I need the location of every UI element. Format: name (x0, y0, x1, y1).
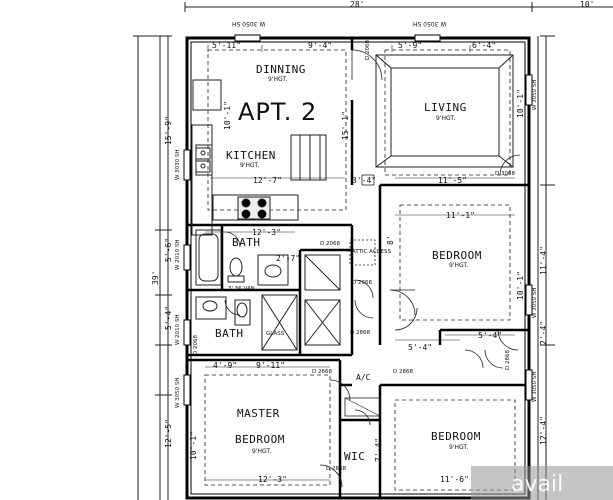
room-master-name: MASTER (237, 407, 280, 420)
dim-h-11: 5'-4" (478, 331, 503, 340)
dim-v-bedroom-lower: 12'-4" (539, 416, 548, 445)
room-bath-upper-name: BATH (232, 236, 261, 249)
room-bedroom-upper-name: BEDROOM (432, 249, 482, 262)
dim-h-9: 12'-3" (252, 228, 281, 237)
door-label-10: D 2868 (505, 350, 511, 370)
dim-h-12: 5'-4" (408, 343, 433, 352)
window-master: W 3050 SH (175, 377, 181, 408)
dim-h-15: 12'-3" (258, 475, 287, 484)
dim-v-kitchen: 10'-1" (223, 101, 232, 130)
dim-v-bath-upper: 5'-6" (164, 237, 173, 262)
dim-h-10: 2'-7" (276, 254, 301, 263)
window-top-left: W 3050 SH (232, 20, 266, 27)
room-bedroom-lower-name: BEDROOM (431, 430, 481, 443)
room-living-name: LIVING (424, 101, 467, 114)
dim-top-10: 10' (580, 0, 595, 9)
dim-v-living: 10'-1" (516, 89, 525, 118)
dim-v-dinning: 15'-1" (341, 111, 350, 140)
dim-h-8: 11'-1" (446, 211, 475, 220)
door-label-7: D 2668 (326, 466, 346, 472)
room-dinning-name: DINNING (256, 63, 306, 76)
door-label-8: D 2068 (320, 241, 340, 247)
dim-v-bedroom-upper: 11'-4" (539, 246, 548, 275)
dim-h-2: 9'-4" (308, 41, 333, 50)
window-living: W 3050 SH (532, 79, 538, 110)
door-label-3: D 2668 (352, 280, 372, 286)
room-bedroom-upper-height: 9'HGT. (449, 262, 469, 269)
glass-label: GLASS (266, 331, 285, 337)
dim-v-wic: 7'-4" (374, 437, 383, 462)
watermark-text: avail (511, 472, 564, 497)
dim-v-master-inner: 10'-1" (189, 431, 198, 460)
window-bath-upper: W 2010 SH (175, 239, 181, 270)
dim-v-hall: 2'-4" (539, 320, 548, 345)
room-living-height: 9'HGT. (436, 115, 456, 122)
door-label-1: D 2068 (365, 40, 371, 60)
window-kitchen: W 3030 SH (175, 149, 181, 180)
room-ac-name: A/C (356, 373, 371, 382)
dim-v-master: 12'-5" (164, 419, 173, 448)
dim-v-bedroom-upper-inner: 10'-1" (516, 271, 525, 300)
dim-h-4: 6'-4" (472, 41, 497, 50)
dim-v-39: 39' (151, 270, 160, 285)
dim-v-bath-lower: 5'-4" (164, 305, 173, 330)
room-wic-name: WIC (344, 450, 366, 463)
door-label-9: D 2068 (193, 335, 199, 355)
window-bath-lower: W 2010 SH (175, 314, 181, 345)
dim-h-6: 3'-4" (352, 176, 377, 185)
door-label-2: D 3068 (495, 171, 515, 177)
dim-h-7: 11'-5" (438, 176, 467, 185)
dim-h-13: 4'-9" (213, 361, 238, 370)
window-bedroom-upper: W 3050 SH (532, 287, 538, 318)
dim-h-1: 5'-11" (212, 41, 241, 50)
room-kitchen-name: KITCHEN (226, 149, 276, 162)
window-bedroom-lower: W 3050 SH (532, 371, 538, 402)
door-label-6: D 2668 (312, 369, 332, 375)
attic-access-label: ATTIC ACCESS (352, 249, 391, 255)
dim-v-15-9: 15'-9" (164, 116, 173, 145)
vanity-label: 3' 36 VAN (228, 286, 255, 292)
room-master-name2: BEDROOM (235, 433, 285, 446)
dim-h-5: 12'-7" (253, 176, 282, 185)
dim-top-28: 28' (350, 0, 365, 9)
apartment-title: APT. 2 (238, 98, 318, 126)
door-label-5: D 2868 (393, 369, 413, 375)
room-master-height: 9'HGT. (252, 448, 272, 455)
watermark-badge: avail (471, 466, 613, 500)
dim-h-16: 11'-6" (440, 475, 469, 484)
door-label-4: D 2868 (350, 330, 370, 336)
window-top-right: W 3050 SH (413, 20, 447, 27)
room-dinning-height: 9'HGT. (268, 76, 288, 83)
room-bedroom-lower-height: 9'HGT. (449, 444, 469, 451)
dim-v-8: 8' (386, 235, 395, 245)
room-kitchen-height: 9'HGT. (240, 162, 260, 169)
room-bath-lower-name: BATH (215, 327, 244, 340)
dim-h-3: 5'-9" (398, 41, 423, 50)
dim-h-14: 9'-11" (256, 361, 285, 370)
